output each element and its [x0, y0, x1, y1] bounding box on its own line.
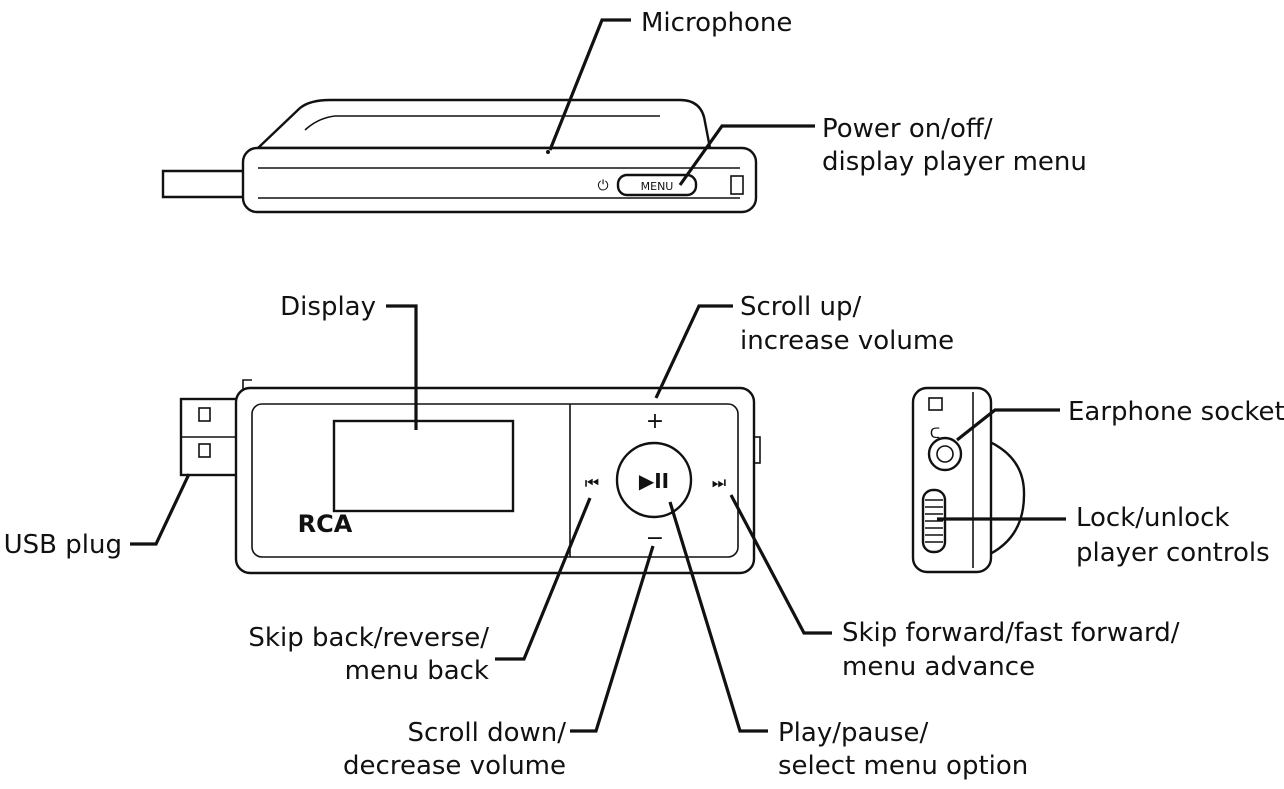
- play-pause-icon: ▶II: [639, 469, 669, 493]
- leader-scroll-down: [570, 545, 655, 733]
- top-slot: [730, 175, 744, 195]
- label-power-line2: display player menu: [822, 147, 1087, 177]
- clip-ridge: [304, 115, 660, 131]
- label-lock-line1: Lock/unlock: [1076, 503, 1230, 533]
- label-skip-forward-line1: Skip forward/fast forward/: [842, 618, 1180, 648]
- power-icon: ⏻: [597, 178, 608, 194]
- label-skip-back-line1: Skip back/reverse/: [248, 623, 489, 653]
- label-usb: USB plug: [4, 530, 122, 560]
- label-scroll-down-line1: Scroll down/: [408, 718, 567, 748]
- skip-forward-icon: ⏭: [712, 473, 726, 492]
- earphone-socket: [927, 436, 963, 472]
- leader-usb: [130, 473, 191, 546]
- display-screen: [332, 419, 515, 513]
- leader-play-pause: [668, 501, 768, 733]
- microphone-hole: [546, 150, 550, 154]
- side-view: ᑕ: [911, 386, 1026, 574]
- label-earphone: Earphone socket: [1068, 397, 1284, 427]
- front-bezel: [251, 403, 739, 558]
- label-scroll-up-line1: Scroll up/: [740, 292, 862, 322]
- leader-power: [678, 124, 815, 186]
- skip-back-icon: ⏮: [585, 473, 599, 492]
- side-button: [753, 436, 761, 464]
- leader-display: [386, 304, 418, 430]
- plus-icon: +: [646, 409, 664, 434]
- label-skip-forward-line2: menu advance: [842, 652, 1035, 682]
- label-scroll-down-line2: decrease volume: [343, 751, 566, 781]
- minus-icon: −: [646, 526, 664, 551]
- label-skip-back-line2: menu back: [345, 656, 489, 686]
- top-usb-stub: [161, 169, 250, 199]
- leader-skip-forward: [729, 494, 832, 635]
- label-lock-line2: player controls: [1076, 538, 1270, 568]
- front-view: RCA ▶II + − ⏮ ⏭: [179, 379, 761, 575]
- label-power-line1: Power on/off/: [822, 114, 993, 144]
- headphone-icon: ᑕ: [930, 426, 940, 442]
- play-pause-button[interactable]: [615, 441, 693, 519]
- side-slot: [928, 397, 943, 411]
- leader-microphone: [548, 18, 631, 151]
- usb-pin-lower: [198, 443, 211, 458]
- earphone-socket-inner: [936, 445, 954, 463]
- top-clip: [255, 98, 712, 150]
- leader-earphone: [956, 408, 1060, 442]
- menu-button-label: MENU: [641, 180, 674, 193]
- lock-switch-grip: [925, 499, 943, 543]
- rca-logo: RCA: [298, 510, 353, 538]
- leader-scroll-up: [654, 304, 733, 399]
- menu-button[interactable]: [616, 173, 698, 197]
- leader-skip-back: [495, 497, 592, 661]
- label-play-pause-line2: select menu option: [778, 751, 1028, 781]
- label-scroll-up-line2: increase volume: [740, 326, 954, 356]
- front-clip-edge: [242, 379, 252, 392]
- label-display: Display: [280, 292, 376, 322]
- label-play-pause-line1: Play/pause/: [778, 718, 928, 748]
- usb-pin-upper: [198, 407, 211, 422]
- label-microphone: Microphone: [641, 8, 792, 38]
- top-view: ⏻ MENU: [161, 98, 758, 214]
